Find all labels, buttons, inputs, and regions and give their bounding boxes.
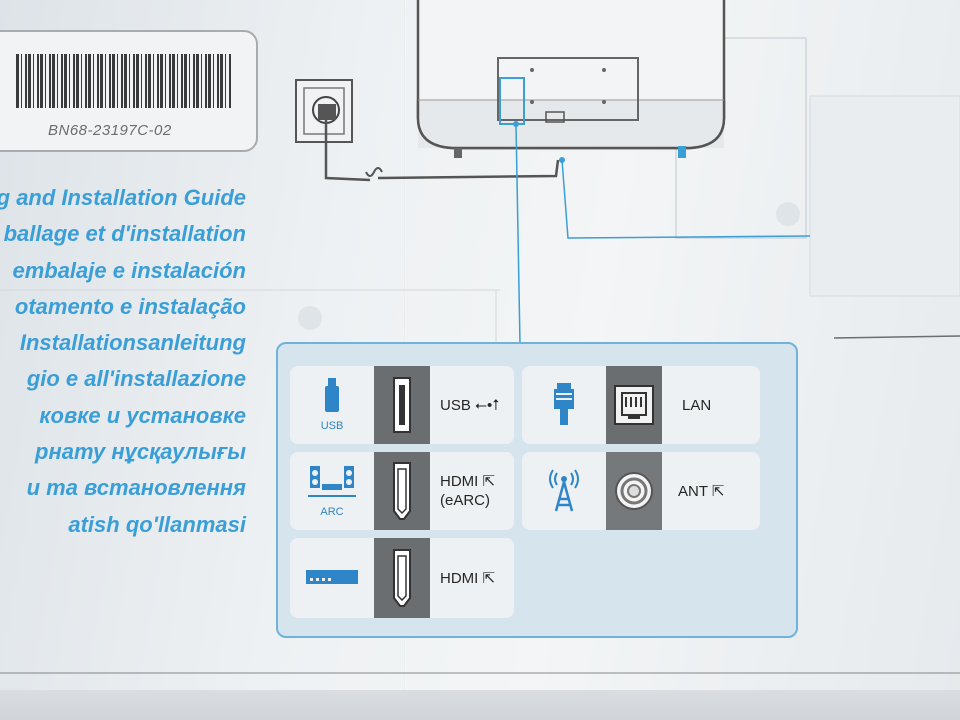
arc-icon-label: ARC	[320, 506, 344, 518]
lan-port-label: LAN	[682, 396, 712, 414]
ant-connector	[606, 452, 662, 530]
usb-symbol-icon: ⭠•⭡	[475, 396, 500, 414]
tv-back-drawing	[416, 0, 726, 163]
guide-title: embalaje e instalación	[12, 257, 246, 283]
port-usb: USB USB ⭠•⭡	[290, 366, 514, 444]
input-arrow-icon: ⇱	[482, 473, 496, 490]
hdmi-earc-port-name: HDMI ⇱ (eARC)	[440, 452, 506, 530]
lan-port-name: LAN	[682, 366, 752, 444]
antenna-symbol	[522, 452, 606, 530]
guide-title: ballage et d'installation	[3, 221, 246, 247]
ant-port-name: ANT ⇱	[678, 452, 752, 530]
soundbar-symbol: ARC	[290, 452, 374, 530]
part-number: BN68-23197C-02	[48, 122, 172, 139]
lan-cable-symbol	[522, 366, 606, 444]
barcode-image	[16, 54, 232, 108]
guide-title: otamento e instalação	[14, 293, 246, 319]
guide-title: и та встановлення	[26, 475, 246, 501]
barcode-label: BN68-23197C-02	[0, 30, 258, 152]
guide-title: gio e all'installazione	[26, 366, 246, 392]
paper-lower-edge	[0, 690, 960, 720]
guide-title: ковке и установке	[39, 402, 246, 428]
usb-icon-label: USB	[320, 420, 344, 432]
hdmi-connector	[374, 538, 430, 618]
guide-title: Installationsanleitung	[19, 330, 246, 356]
input-arrow-icon: ⇱	[711, 482, 725, 500]
ant-port-label: ANT	[678, 482, 708, 500]
port-ant: ANT ⇱	[522, 452, 760, 530]
hdmi-port-label: HDMI	[440, 569, 479, 587]
antenna-icon	[549, 469, 579, 512]
usb-port-name: USB ⭠•⭡	[440, 366, 506, 444]
port-hdmi: HDMI ⇱	[290, 538, 514, 618]
input-arrow-icon: ⇱	[482, 569, 496, 587]
usb-port-icon	[393, 377, 411, 433]
guide-title-list: g and Installation Guide ballage et d'in…	[0, 180, 260, 543]
hdmi-port-icon	[393, 549, 411, 607]
earc-sub-label: (eARC)	[440, 492, 491, 509]
guide-title: рнату нұсқаулығы	[35, 439, 246, 465]
soundbar-speakers-icon	[308, 466, 356, 497]
wall-socket-drawing	[295, 79, 560, 182]
hdmi-earc-connector	[374, 452, 430, 530]
hdmi-port-icon	[393, 462, 411, 520]
ethernet-icon	[554, 383, 574, 425]
usb-icon	[325, 378, 339, 412]
port-lan: LAN	[522, 366, 760, 444]
port-panel: USB USB ⭠•⭡	[276, 342, 798, 638]
usb-stick-symbol: USB	[290, 366, 374, 444]
coax-port-icon	[615, 472, 653, 510]
hdmi-earc-port-label: HDMI	[440, 473, 479, 490]
usb-connector	[374, 366, 430, 444]
paper-fold-horizontal	[0, 672, 960, 674]
set-top-box-icon	[306, 570, 358, 584]
port-hdmi-earc: ARC HDMI ⇱ (eARC)	[290, 452, 514, 530]
usb-port-label: USB	[440, 396, 471, 414]
guide-title: g and Installation Guide	[0, 185, 246, 210]
rj45-port-icon	[614, 385, 654, 425]
set-top-box-symbol	[290, 538, 374, 618]
lan-connector	[606, 366, 662, 444]
guide-title: atish qo'llanmasi	[68, 511, 246, 537]
hdmi-port-name: HDMI ⇱	[440, 538, 506, 618]
